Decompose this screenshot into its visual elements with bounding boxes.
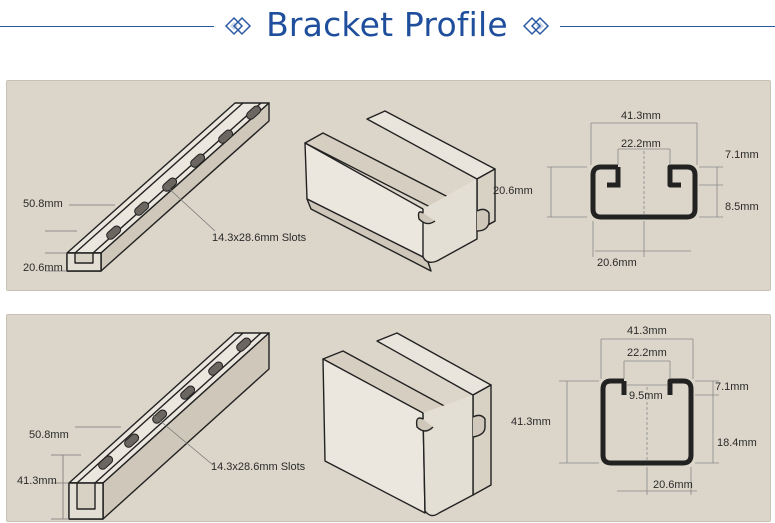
header-rule-left [0, 26, 214, 27]
iso-height-label: 50.8mm [29, 429, 69, 441]
iso-depth-label: 20.6mm [23, 262, 63, 274]
diamond-ornament-right-icon [522, 16, 550, 36]
profile-panel-shallow: 50.8mm 20.6mm 14.3x28.6mm Slots 41.3mm 2… [6, 80, 771, 291]
section-bottom-label: 20.6mm [597, 257, 637, 269]
iso-height-label: 50.8mm [23, 198, 63, 210]
iso-dimension-lines [45, 184, 216, 272]
section-height-label: 41.3mm [511, 416, 551, 428]
slot-holes-deep [98, 337, 252, 470]
section-lip-label: 7.1mm [715, 381, 749, 393]
cross-section-shallow-icon [547, 122, 723, 257]
iso-slots-label: 14.3x28.6mm Slots [212, 232, 307, 244]
section-lip-label: 7.1mm [725, 149, 759, 161]
slot-holes [106, 105, 262, 240]
iso-slots-label: 14.3x28.6mm Slots [211, 461, 306, 473]
profile-panel-deep: 50.8mm 41.3mm 14.3x28.6mm Slots 41.3mm 2… [6, 314, 771, 522]
open-channel-isometric-icon [304, 110, 496, 272]
section-opening-label: 22.2mm [621, 138, 661, 150]
iso-depth-label: 41.3mm [17, 475, 57, 487]
header-rule-right [560, 26, 775, 27]
section-opening-label: 22.2mm [627, 347, 667, 359]
section-width-label: 41.3mm [621, 110, 661, 122]
section-bottom-label: 20.6mm [653, 479, 693, 491]
slotted-channel-deep-isometric-icon [68, 332, 270, 520]
profile-drawing-deep [51, 332, 719, 520]
section-width-label: 41.3mm [627, 325, 667, 337]
cross-section-deep-icon [559, 338, 719, 495]
diamond-ornament-left-icon [224, 16, 252, 36]
page-title: Bracket Profile [266, 5, 508, 44]
profile-drawing-shallow [45, 102, 723, 272]
section-side-label: 8.5mm [725, 201, 759, 213]
iso-dimension-lines-deep [51, 414, 214, 520]
section-inner-label: 9.5mm [629, 390, 663, 402]
section-height-label: 20.6mm [493, 185, 533, 197]
page-header: Bracket Profile [0, 0, 775, 52]
open-channel-deep-isometric-icon [322, 332, 492, 517]
section-side-label: 18.4mm [717, 437, 757, 449]
